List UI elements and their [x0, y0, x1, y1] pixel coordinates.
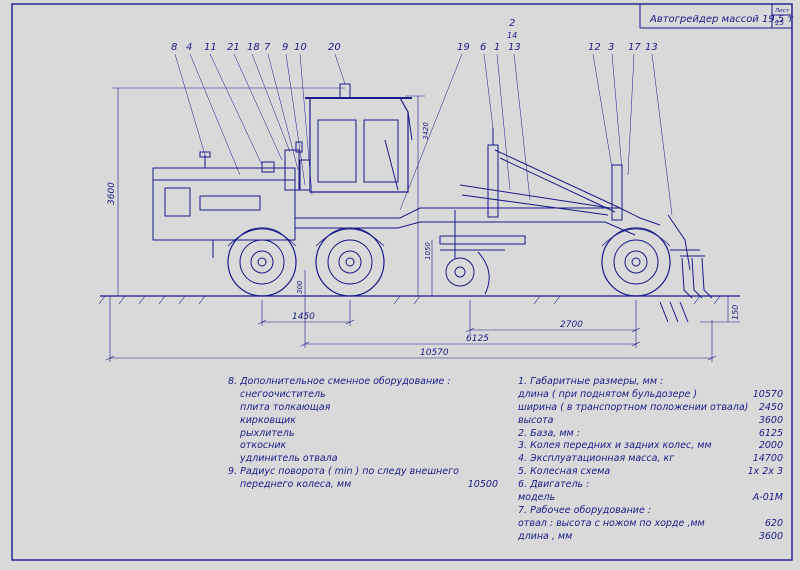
callout: 2 — [509, 18, 515, 29]
callout: 7 — [264, 42, 271, 53]
dimension-lines — [105, 87, 740, 362]
leader-lines — [174, 53, 673, 216]
spec-label: 5. Колесная схема — [518, 466, 611, 478]
spec-label: 6. Двигатель : — [518, 479, 590, 491]
dim-300: 300 — [296, 280, 304, 294]
callout: 8 — [171, 42, 177, 53]
cab — [305, 83, 413, 193]
dim-clearance: 150 — [731, 305, 740, 320]
note-item: кирковщик — [240, 414, 296, 426]
radius-label: 9. Радиус поворота ( min ) по следу внеш… — [228, 466, 459, 478]
callout: 12 — [588, 42, 601, 53]
additional-equipment-notes: 8. Дополнительное сменное оборудование :… — [228, 376, 498, 492]
callout: 20 — [328, 42, 341, 53]
callout: 18 — [247, 42, 260, 53]
spec-label: 2. База, мм : — [518, 427, 580, 439]
engine-housing — [152, 151, 296, 258]
callout: 17 — [628, 42, 641, 53]
callout: 21 — [227, 42, 240, 53]
spec-value: 2000 — [758, 440, 783, 452]
spec-label: 3. Колея передних и задних колес, мм — [518, 440, 712, 452]
dim-bogie: 1450 — [292, 312, 315, 322]
note-item: откосник — [240, 440, 287, 452]
front-cylinders — [487, 128, 623, 221]
title-box — [639, 4, 792, 29]
blade — [439, 210, 526, 295]
callout: 13 — [645, 42, 658, 53]
dim-blade-height: 1050 — [424, 242, 432, 260]
spec-label: 1. Габаритные размеры, мм : — [518, 376, 664, 387]
spec-label: 4. Эксплуатационная масса, кг — [518, 453, 675, 465]
rear-wheel-2 — [315, 227, 385, 297]
main-frame — [295, 184, 661, 236]
dim-overall-length: 10570 — [420, 348, 449, 358]
callout: 4 — [186, 42, 192, 53]
note-heading: 8. Дополнительное сменное оборудование : — [228, 376, 451, 387]
front-wheel — [601, 227, 671, 297]
spec-value: 3600 — [758, 530, 783, 542]
callouts: 8 4 11 21 18 7 9 10 20 19 6 1 2 14 13 12… — [171, 18, 658, 53]
spec-value: 2450 — [758, 401, 783, 413]
specifications-list: 1. Габаритные размеры, мм : длина ( при … — [518, 376, 783, 544]
note-item: рыхлитель — [240, 427, 295, 439]
note-item: плита толкающая — [240, 401, 331, 413]
callout: 14 — [507, 31, 517, 40]
radius-label-cont: переднего колеса, мм — [240, 479, 352, 491]
dim-base: 6125 — [466, 334, 489, 344]
dimension-texts: 10570 6125 2700 1450 3600 3420 300 1050 … — [107, 122, 740, 358]
sheet-number: 15 — [775, 19, 784, 27]
spec-label: ширина ( в транспортном положении отвала… — [518, 401, 749, 413]
callout: 9 — [282, 42, 288, 53]
ripper — [659, 214, 713, 323]
dim-cab-height: 3420 — [422, 122, 430, 140]
spec-value: 10570 — [752, 388, 783, 400]
callout: 13 — [508, 42, 521, 53]
callout: 11 — [204, 42, 217, 53]
spec-value: А-01М — [752, 492, 783, 504]
spec-label: длина , мм — [518, 530, 573, 542]
drawing-frame — [11, 3, 793, 561]
spec-label: отвал : высота с ножом по хорде ,мм — [518, 517, 705, 529]
spec-value: 14700 — [752, 453, 783, 465]
dim-track: 2700 — [560, 320, 583, 330]
note-item: удлинитель отвала — [240, 453, 338, 465]
callout: 3 — [608, 42, 614, 53]
spec-label: 7. Рабочее оборудование : — [518, 504, 652, 516]
spec-value: 1х 2х 3 — [747, 466, 783, 478]
callout: 6 — [480, 42, 486, 53]
spec-value: 6125 — [758, 427, 783, 439]
callout: 1 — [494, 42, 500, 53]
spec-label: длина ( при поднятом бульдозере ) — [518, 388, 698, 400]
spec-value: 3600 — [758, 414, 783, 426]
dim-height: 3600 — [107, 182, 117, 205]
spec-label: высота — [518, 414, 554, 426]
sheet-label: Лист — [774, 8, 790, 14]
callout: 19 — [457, 42, 470, 53]
callout: 10 — [294, 42, 307, 53]
radius-value: 10500 — [467, 479, 498, 491]
spec-label: модель — [518, 492, 556, 504]
spec-value: 620 — [764, 517, 783, 529]
drawing-title: Автогрейдер массой 19,5 т — [649, 14, 794, 25]
note-item: снегоочиститель — [240, 388, 326, 400]
rear-wheel-1 — [227, 227, 297, 297]
